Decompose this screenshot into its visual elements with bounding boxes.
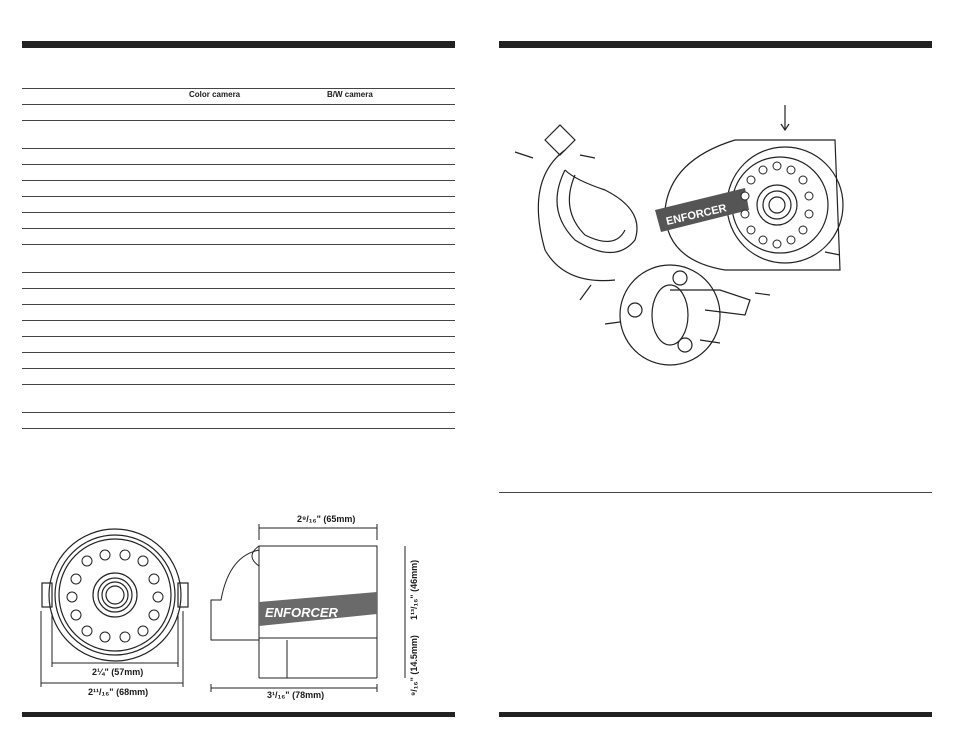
spec-table-cell	[22, 412, 455, 429]
spec-table-row	[22, 384, 455, 413]
mount-base	[619, 264, 721, 366]
spec-table-cell	[22, 272, 455, 289]
spec-table-row	[22, 320, 455, 337]
ir-led-array	[66, 549, 164, 643]
spec-table-row	[22, 304, 455, 321]
product-ir-leds	[740, 161, 814, 249]
product-drawing: ENFORCER	[514, 105, 844, 366]
spec-table-cell	[22, 104, 455, 121]
spec-table-row	[22, 120, 455, 149]
spec-table-row	[22, 244, 455, 273]
front-width-inner-label: 2¼" (57mm)	[92, 667, 143, 677]
left-header-bar	[22, 41, 455, 48]
spec-table-row	[22, 196, 455, 213]
right-mount-tab	[177, 582, 189, 608]
right-header-bar	[499, 41, 932, 48]
spec-table-cell	[22, 180, 455, 197]
spec-table-cell	[22, 244, 455, 273]
camera-body-outline	[258, 545, 378, 639]
spec-table-row	[22, 180, 455, 197]
camera-housing	[664, 139, 841, 271]
spec-table-cell	[22, 148, 455, 165]
lens-ring	[92, 572, 138, 618]
spec-table-cell	[22, 164, 455, 181]
spec-table-cell	[22, 88, 455, 105]
side-brand-label: ENFORCER	[265, 605, 339, 620]
spec-table-row	[22, 352, 455, 369]
spec-table-row	[22, 164, 455, 181]
spec-table-cell	[22, 336, 455, 353]
spec-table-row	[22, 288, 455, 305]
mount-arm	[670, 289, 751, 316]
specification-table	[22, 88, 455, 429]
spec-table-cell	[22, 352, 455, 369]
spec-table-row	[22, 272, 455, 289]
mount-outline	[210, 549, 260, 641]
spec-table-cell	[22, 304, 455, 321]
right-footer-bar	[499, 712, 932, 717]
cable-connector	[544, 124, 576, 156]
side-view-drawing: 2⁹/₁₆" (65mm) ENFORCER 3¹/₁₆" (78mm) 1¹³…	[210, 514, 419, 700]
front-width-outer-label: 2¹¹/₁₆" (68mm)	[88, 687, 148, 697]
product-brand-band	[655, 188, 749, 232]
spec-table-row	[22, 412, 455, 429]
right-section-divider	[499, 492, 932, 493]
spec-table-cell	[22, 288, 455, 305]
spec-table-cell	[22, 120, 455, 149]
spec-table-row	[22, 148, 455, 165]
spec-table-row	[22, 104, 455, 121]
housing-outer-ring	[48, 528, 182, 662]
spec-table-row	[22, 368, 455, 385]
brand-band	[259, 592, 377, 626]
spec-table-row	[22, 336, 455, 353]
spec-table-cell	[22, 368, 455, 385]
spec-table-cell	[22, 320, 455, 337]
cable	[537, 149, 616, 282]
side-height-base-label: ⁹/₁₆" (14.5mm)	[409, 635, 419, 696]
spec-table-cell	[22, 212, 455, 229]
spec-table-cell	[22, 228, 455, 245]
spec-table-cell	[22, 196, 455, 213]
spec-table-row	[22, 212, 455, 229]
side-top-width-label: 2⁹/₁₆" (65mm)	[297, 514, 355, 524]
spec-table-cell	[22, 384, 455, 413]
side-bottom-width-label: 3¹/₁₆" (78mm)	[267, 690, 324, 700]
spec-table-row	[22, 88, 455, 105]
front-view-drawing: 2¼" (57mm) 2¹¹/₁₆" (68mm)	[40, 528, 189, 697]
left-mount-tab	[41, 582, 53, 608]
side-height-main-label: 1¹³/₁₆" (46mm)	[409, 560, 419, 620]
left-footer-bar	[22, 712, 455, 717]
spec-table-row	[22, 228, 455, 245]
